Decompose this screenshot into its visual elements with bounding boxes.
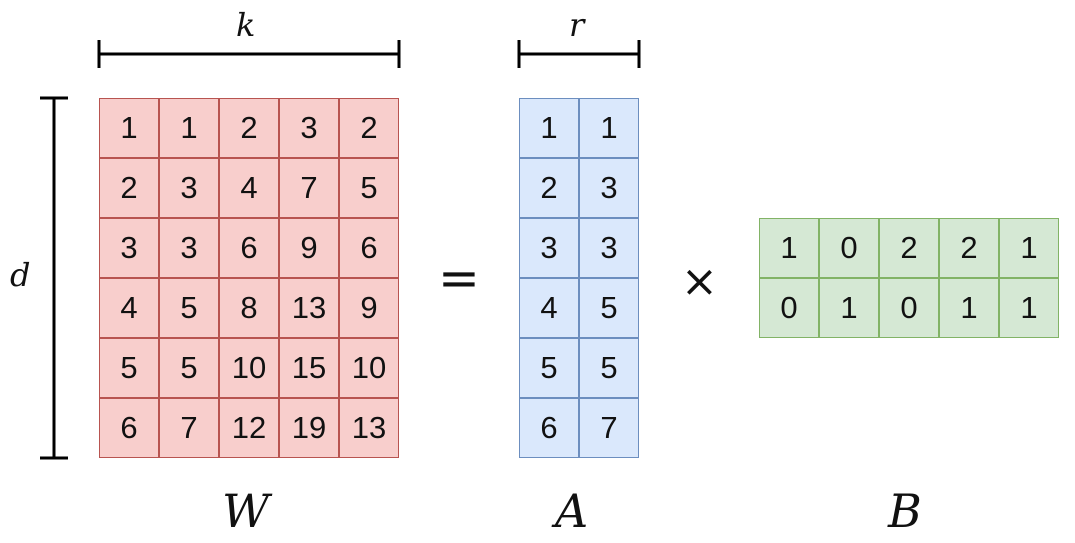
matrix-w-cell: 6	[339, 218, 399, 278]
matrix-w-cell: 13	[339, 398, 399, 458]
matrix-a-cell: 7	[579, 398, 639, 458]
matrix-w-cell: 3	[159, 158, 219, 218]
matrix-w-cell: 1	[159, 98, 219, 158]
matrix-w-cell: 3	[279, 98, 339, 158]
matrix-label-w: W	[222, 484, 270, 538]
equals-sign: =	[438, 249, 480, 307]
matrix-w-cell: 2	[99, 158, 159, 218]
matrix-w-cell: 9	[339, 278, 399, 338]
matrix-w-cell: 10	[219, 338, 279, 398]
matrix-a-cell: 5	[519, 338, 579, 398]
matrix-a-cell: 1	[519, 98, 579, 158]
matrix-w-cell: 10	[339, 338, 399, 398]
matrix-b-cell: 1	[819, 278, 879, 338]
matrix-w-cell: 2	[219, 98, 279, 158]
matrix-w-cell: 3	[99, 218, 159, 278]
matrix-a-cell: 3	[519, 218, 579, 278]
matrix-w-cell: 15	[279, 338, 339, 398]
matrix-w-cell: 4	[99, 278, 159, 338]
matrix-w-cell: 7	[159, 398, 219, 458]
matrix-w-cell: 5	[339, 158, 399, 218]
matrix-w-cell: 4	[219, 158, 279, 218]
matrix-w-cell: 1	[99, 98, 159, 158]
matrix-label-b: B	[888, 484, 922, 538]
matrix-b-cell: 1	[759, 218, 819, 278]
matrix-a-cell: 4	[519, 278, 579, 338]
matrix-w-cell: 9	[279, 218, 339, 278]
matrix-b-cell: 0	[819, 218, 879, 278]
matrix-w-cell: 8	[219, 278, 279, 338]
matrix-b-cell: 1	[999, 278, 1059, 338]
matrix-w-cell: 13	[279, 278, 339, 338]
matrix-a-cell: 2	[519, 158, 579, 218]
matrix-w-cell: 7	[279, 158, 339, 218]
matrix-w-cell: 3	[159, 218, 219, 278]
dimension-label-k: k	[236, 6, 256, 44]
dimension-label-d: d	[10, 256, 31, 294]
times-sign: ×	[681, 256, 718, 307]
matrix-w-cell: 12	[219, 398, 279, 458]
matrix-b-cell: 1	[999, 218, 1059, 278]
matrix-b-cell: 0	[879, 278, 939, 338]
matrix-w-cell: 5	[159, 278, 219, 338]
matrix-a-cell: 5	[579, 338, 639, 398]
matrix-a-cell: 1	[579, 98, 639, 158]
matrix-w-cell: 2	[339, 98, 399, 158]
matrix-w-cell: 6	[219, 218, 279, 278]
matrix-w-cell: 5	[159, 338, 219, 398]
matrix-w-cell: 5	[99, 338, 159, 398]
matrix-a-cell: 3	[579, 158, 639, 218]
matrix-b-cell: 0	[759, 278, 819, 338]
matrix-b-cell: 1	[939, 278, 999, 338]
matrix-a-cell: 5	[579, 278, 639, 338]
matrix-b-cell: 2	[879, 218, 939, 278]
matrix-w-cell: 6	[99, 398, 159, 458]
matrix-label-a: A	[555, 484, 589, 538]
matrix-w-cell: 19	[279, 398, 339, 458]
matrix-a-cell: 6	[519, 398, 579, 458]
matrix-b-cell: 2	[939, 218, 999, 278]
dimension-label-r: r	[569, 6, 585, 44]
matrix-a-cell: 3	[579, 218, 639, 278]
